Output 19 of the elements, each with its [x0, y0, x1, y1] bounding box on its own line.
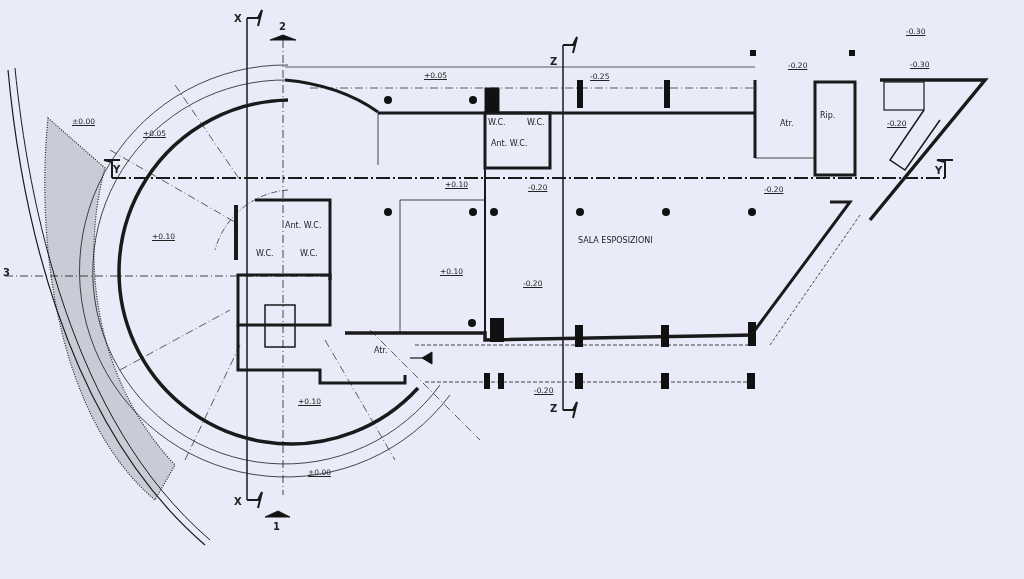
section-marker: Z: [550, 404, 558, 414]
room-label: Atr.: [374, 347, 388, 355]
room-label: W.C.: [256, 250, 274, 258]
section-marker: X: [234, 497, 242, 507]
room-label: W.C.: [527, 119, 545, 127]
room-label: Rip.: [820, 112, 836, 120]
section-marker: Z: [550, 57, 558, 67]
room-label: Ant. W.C.: [285, 222, 322, 230]
room-label: SALA ESPOSIZIONI: [578, 237, 653, 245]
section-marker: 1: [273, 522, 280, 532]
section-marker: Y: [113, 165, 121, 175]
section-marker: X: [234, 14, 242, 24]
room-label: W.C.: [488, 119, 506, 127]
room-label: W.C.: [300, 250, 318, 258]
room-label: Ant. W.C.: [491, 140, 528, 148]
room-label: Atr.: [780, 120, 794, 128]
section-marker: Y: [935, 166, 943, 176]
section-marker: 3: [3, 268, 10, 278]
section-marker: 2: [279, 22, 286, 32]
